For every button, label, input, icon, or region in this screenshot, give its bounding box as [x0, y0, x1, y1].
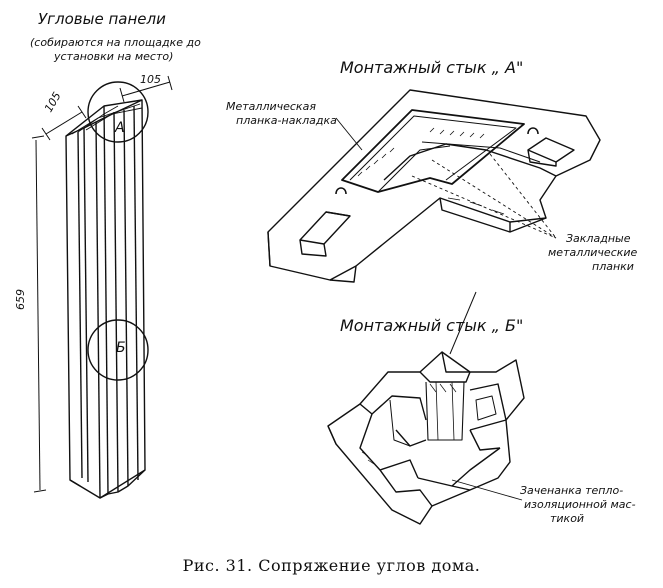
joint-a-plate-line1: Металлическая	[226, 100, 316, 113]
joint-a-title: Монтажный стык „ А"	[340, 58, 524, 77]
leader-line-between-joints	[449, 291, 477, 355]
joint-a-embedded-line3: планки	[592, 260, 634, 273]
joint-b-fill-line2: изоляционной мас-	[524, 498, 636, 511]
joint-b-title: Монтажный стык „ Б"	[340, 316, 524, 335]
joint-a-drawing	[267, 89, 601, 283]
joint-b-fill-line1: Заченанка тепло-	[520, 484, 624, 497]
figure-caption: Рис. 31. Сопряжение углов дома.	[182, 556, 481, 575]
panel-note-line1: (собираются на площадке до	[30, 36, 201, 49]
detail-mark-b: Б	[116, 340, 126, 356]
dim-width-top-label: 105	[140, 73, 161, 86]
panel-note-line2: установки на место)	[54, 50, 174, 63]
dimension-height	[31, 135, 47, 493]
detail-circle-b	[87, 319, 149, 381]
joint-b-drawing	[327, 351, 525, 525]
corner-panel-drawing	[65, 99, 146, 499]
joint-a-plate-line2: планка-накладка	[236, 114, 337, 127]
dimension-width-side	[41, 105, 87, 141]
detail-circle-a	[87, 81, 149, 143]
dim-height-label: 659	[14, 289, 27, 310]
joint-b-fill-line3: тикой	[550, 512, 585, 525]
dimension-width-top	[119, 75, 173, 103]
detail-mark-a: А	[115, 120, 125, 136]
panel-title: Угловые панели	[38, 10, 166, 28]
joint-a-embedded-line1: Закладные	[566, 232, 631, 245]
joint-a-embedded-line2: металлические	[548, 246, 638, 259]
